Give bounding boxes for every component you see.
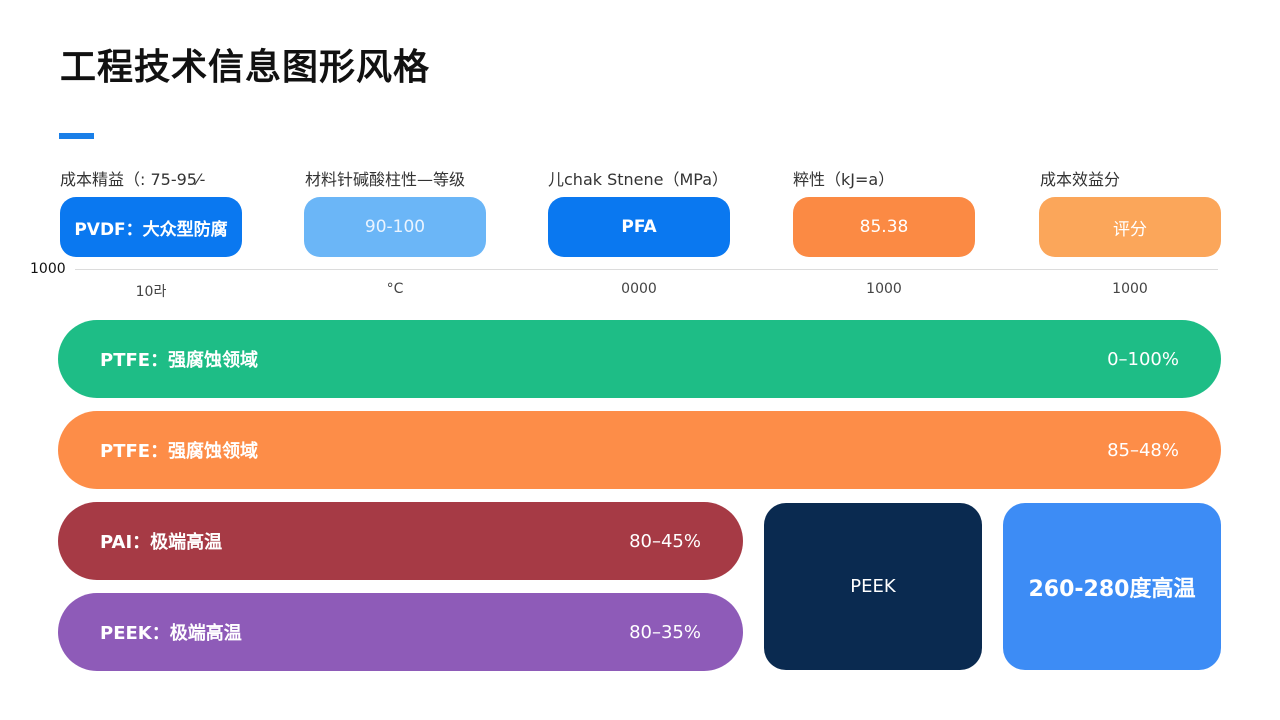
page-title: 工程技术信息图形风格 bbox=[60, 47, 431, 88]
bar-label: PEEK：极端高温 bbox=[100, 623, 242, 644]
tick-label: 1000 bbox=[1112, 281, 1148, 297]
bar-label: PTFE：强腐蚀领域 bbox=[100, 350, 259, 371]
column-label-cost: 成本精益（: 75-95⁄- bbox=[60, 170, 206, 189]
pill-pfa-text: PFA bbox=[621, 217, 657, 237]
bar-ptfe-corrosion[interactable]: PTFE：强腐蚀领域 0–100% bbox=[58, 320, 1221, 398]
bar-value: 80–35% bbox=[629, 621, 701, 643]
pill-score[interactable]: 评分 bbox=[1039, 197, 1221, 257]
box-peek-text: PEEK bbox=[850, 576, 896, 597]
pill-range-text: 90-100 bbox=[364, 217, 426, 237]
pill-pvdf-text: PVDF：大众型防腐 bbox=[74, 219, 228, 240]
axis-left-label: 1000 bbox=[30, 261, 66, 277]
pill-toughness-text: 85.38 bbox=[859, 217, 909, 237]
pill-score-text: 评分 bbox=[1113, 219, 1147, 240]
box-temperature-text: 260-280度高温 bbox=[1028, 576, 1196, 602]
bar-ptfe-corrosion-2[interactable]: PTFE：强腐蚀领域 85–48% bbox=[58, 411, 1221, 489]
bar-peek-high-temp[interactable]: PEEK：极端高温 80–35% bbox=[58, 593, 743, 671]
bar-value: 0–100% bbox=[1107, 348, 1179, 370]
bar-value: 80–45% bbox=[629, 530, 701, 552]
column-label-strength: 儿chak Stnene（MPa） bbox=[548, 170, 729, 189]
bar-label: PTFE：强腐蚀领域 bbox=[100, 441, 259, 462]
box-peek[interactable]: PEEK bbox=[764, 503, 982, 670]
column-label-resistance: 材料针碱酸柱性—等级 bbox=[305, 170, 466, 189]
pill-pvdf[interactable]: PVDF：大众型防腐 bbox=[60, 197, 242, 257]
tick-label: 0000 bbox=[621, 281, 657, 297]
pill-pfa[interactable]: PFA bbox=[548, 197, 730, 257]
column-label-toughness: 粹性（kJ=a） bbox=[793, 170, 895, 189]
tick-label: 1000 bbox=[866, 281, 902, 297]
axis-divider bbox=[75, 269, 1218, 270]
title-accent-bar bbox=[59, 133, 94, 139]
tick-label: 10라 bbox=[135, 284, 167, 300]
bar-pai-high-temp[interactable]: PAI：极端高温 80–45% bbox=[58, 502, 743, 580]
box-temperature[interactable]: 260-280度高温 bbox=[1003, 503, 1221, 670]
tick-label: °C bbox=[386, 281, 404, 297]
column-label-value: 成本效益分 bbox=[1040, 170, 1121, 189]
pill-toughness[interactable]: 85.38 bbox=[793, 197, 975, 257]
pill-range[interactable]: 90-100 bbox=[304, 197, 486, 257]
bar-label: PAI：极端高温 bbox=[100, 532, 223, 553]
bar-value: 85–48% bbox=[1107, 439, 1179, 461]
